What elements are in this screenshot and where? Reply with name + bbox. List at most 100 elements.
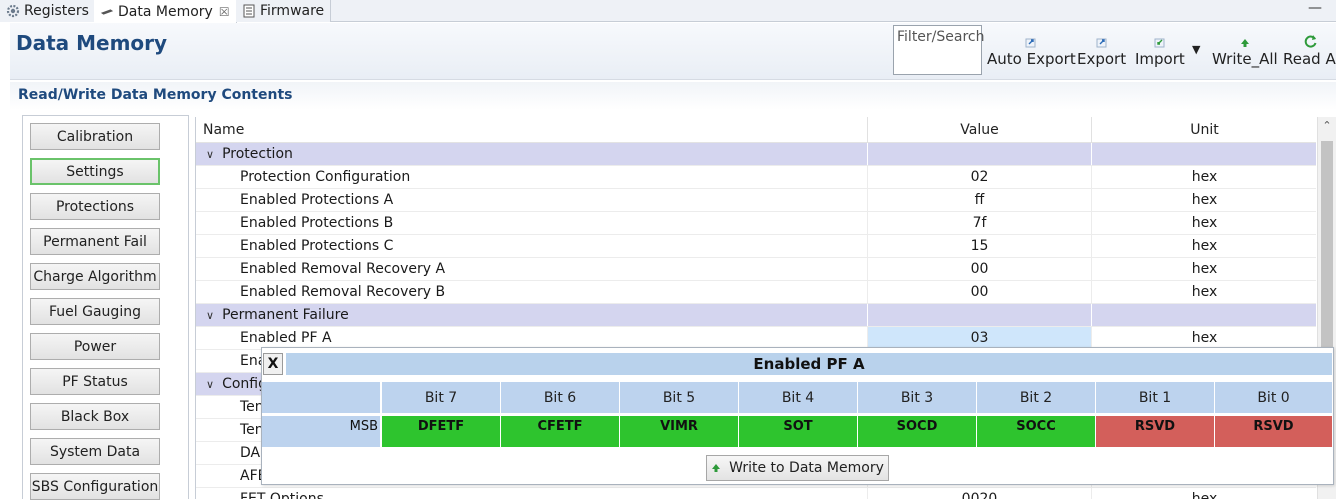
nav-protections-button[interactable]: Protections <box>30 193 160 220</box>
chevron-down-icon[interactable]: ∨ <box>206 147 215 161</box>
row-value[interactable]: 03 <box>868 327 1092 349</box>
close-popup-button[interactable]: X <box>263 353 283 375</box>
gear-icon <box>6 4 20 18</box>
bit-toggle[interactable]: RSVD <box>1096 416 1215 448</box>
import-icon <box>1154 32 1166 48</box>
table-row[interactable]: FET Options 0020 hex <box>196 488 1316 499</box>
row-name: FET Options <box>240 491 324 499</box>
bit-header: Bit 2 <box>977 382 1096 414</box>
nav-permanent-fail-button[interactable]: Permanent Fail <box>30 228 160 255</box>
row-value[interactable]: 02 <box>868 166 1092 188</box>
row-unit: hex <box>1191 284 1218 300</box>
row-value <box>868 304 1092 326</box>
section-title: Read/Write Data Memory Contents <box>18 87 293 103</box>
category-panel: Calibration Settings Protections Permane… <box>22 115 189 500</box>
bit-header: Bit 1 <box>1096 382 1215 414</box>
nav-settings-button[interactable]: Settings <box>30 158 160 185</box>
table-row[interactable]: Enabled Removal Recovery B 00 hex <box>196 281 1316 304</box>
nav-fuel-gauging-button[interactable]: Fuel Gauging <box>30 298 160 325</box>
tab-label: Registers <box>24 3 89 19</box>
scroll-up-arrow-icon[interactable]: ⌃ <box>1322 119 1332 132</box>
nav-black-box-button[interactable]: Black Box <box>30 403 160 430</box>
bit-toggle[interactable]: SOCD <box>858 416 977 448</box>
msb-label: MSB <box>262 416 381 448</box>
write-up-arrow-icon <box>711 463 721 473</box>
popup-title: Enabled PF A <box>286 353 1332 375</box>
nav-calibration-button[interactable]: Calibration <box>30 123 160 150</box>
chevron-down-icon[interactable]: ∨ <box>206 308 215 322</box>
close-icon[interactable]: ☒ <box>218 4 230 19</box>
tab-label: Data Memory <box>118 3 213 20</box>
bit-toggle[interactable]: DFETF <box>382 416 501 448</box>
row-name: Ten <box>240 399 264 415</box>
nav-system-data-button[interactable]: System Data <box>30 438 160 465</box>
nav-power-button[interactable]: Power <box>30 333 160 360</box>
write-button-label: Write to Data Memory <box>729 460 884 476</box>
write-all-button[interactable]: Write_All <box>1212 32 1278 68</box>
export-button[interactable]: Export <box>1077 32 1126 68</box>
row-unit <box>1092 143 1316 165</box>
table-group-row[interactable]: ∨Permanent Failure <box>196 304 1316 327</box>
nav-charge-algorithm-button[interactable]: Charge Algorithm <box>30 263 160 290</box>
tab-registers[interactable]: Registers <box>0 0 96 22</box>
row-name: Ten <box>240 422 264 438</box>
write-to-data-memory-button[interactable]: Write to Data Memory <box>706 455 889 481</box>
row-unit <box>1092 304 1316 326</box>
row-name: Enabled Removal Recovery B <box>240 284 446 300</box>
minimize-button[interactable]: — <box>1308 0 1322 16</box>
filter-search-input[interactable]: Filter/Search <box>893 25 985 75</box>
row-value[interactable]: 00 <box>868 258 1092 280</box>
bit-toggle[interactable]: VIMR <box>620 416 739 448</box>
bit-toggle[interactable]: SOCC <box>977 416 1096 448</box>
bit-toggle[interactable]: RSVD <box>1215 416 1333 448</box>
row-unit: hex <box>1191 491 1218 499</box>
row-name: Enabled Protections A <box>240 192 394 208</box>
row-name: Ena <box>240 353 267 369</box>
nav-pf-status-button[interactable]: PF Status <box>30 368 160 395</box>
read-all-button[interactable]: Read Al <box>1283 32 1336 68</box>
row-value <box>868 143 1092 165</box>
row-name: Enabled PF A <box>240 330 332 346</box>
bit-header: Bit 0 <box>1215 382 1333 414</box>
column-header-unit[interactable]: Unit <box>1190 122 1219 138</box>
chevron-down-icon[interactable]: ∨ <box>206 377 215 391</box>
bit-header: Bit 7 <box>382 382 501 414</box>
bit-toggle[interactable]: CFETF <box>501 416 620 448</box>
bit-toggle[interactable]: SOT <box>739 416 858 448</box>
row-value[interactable]: ff <box>868 189 1092 211</box>
row-value[interactable]: 00 <box>868 281 1092 303</box>
row-unit: hex <box>1191 238 1218 254</box>
row-name: Protection Configuration <box>240 169 411 185</box>
chip-icon <box>100 5 114 19</box>
bit-header: Bit 6 <box>501 382 620 414</box>
import-button[interactable]: Import <box>1135 32 1185 68</box>
bit-header: Bit 3 <box>858 382 977 414</box>
section-header: Read/Write Data Memory Contents <box>10 82 1336 110</box>
row-value[interactable]: 0020 <box>868 488 1092 499</box>
table-header: Name Value Unit <box>196 117 1316 143</box>
row-value[interactable]: 7f <box>868 212 1092 234</box>
column-header-value[interactable]: Value <box>868 117 1092 143</box>
column-header-name[interactable]: Name <box>196 117 868 143</box>
bit-header: Bit 5 <box>620 382 739 414</box>
tab-data-memory[interactable]: Data Memory ☒ <box>94 0 237 23</box>
row-value[interactable]: 15 <box>868 235 1092 257</box>
import-dropdown-arrow-icon[interactable]: ▼ <box>1192 43 1201 56</box>
write-up-arrow-icon <box>1240 32 1250 48</box>
bit-header: Bit 4 <box>739 382 858 414</box>
row-name: Config <box>222 376 267 392</box>
nav-sbs-configuration-button[interactable]: SBS Configuration <box>30 473 160 500</box>
table-group-row[interactable]: ∨Protection <box>196 143 1316 166</box>
row-name: Enabled Protections B <box>240 215 394 231</box>
document-icon <box>242 4 256 18</box>
tab-label: Firmware <box>260 3 325 19</box>
tab-firmware[interactable]: Firmware <box>236 0 332 22</box>
auto-export-button[interactable]: Auto Export <box>987 32 1076 68</box>
